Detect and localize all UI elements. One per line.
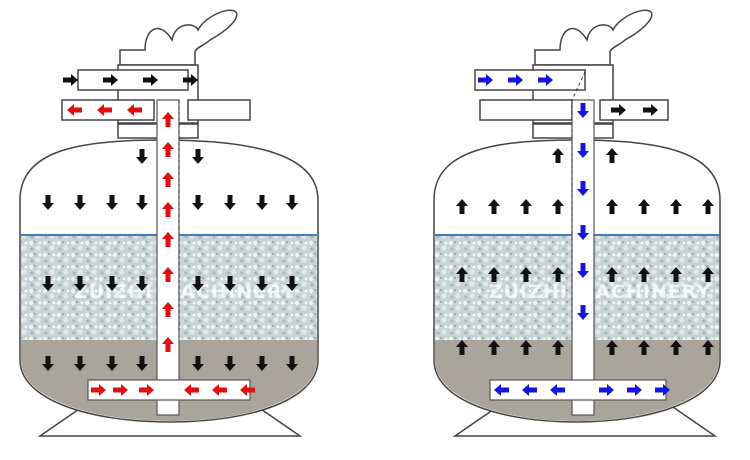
backwash-tank [434, 72, 720, 422]
flow-arrow-inlet [63, 74, 78, 86]
multiport-valve [62, 10, 250, 138]
valve-inlet-port [78, 70, 188, 90]
valve-handle-backwash [535, 10, 652, 65]
watermark-right: ZUIZHI MACHINERY [489, 281, 711, 303]
valve-outlet-port-backwash [480, 100, 572, 120]
valve-handle [120, 10, 237, 65]
filter-mode-diagram: ZUIZHI MACHINERY [20, 10, 318, 436]
valve-waste-port [188, 100, 250, 120]
backwash-mode-diagram: ZUIZHI MACHINERY [434, 10, 720, 436]
